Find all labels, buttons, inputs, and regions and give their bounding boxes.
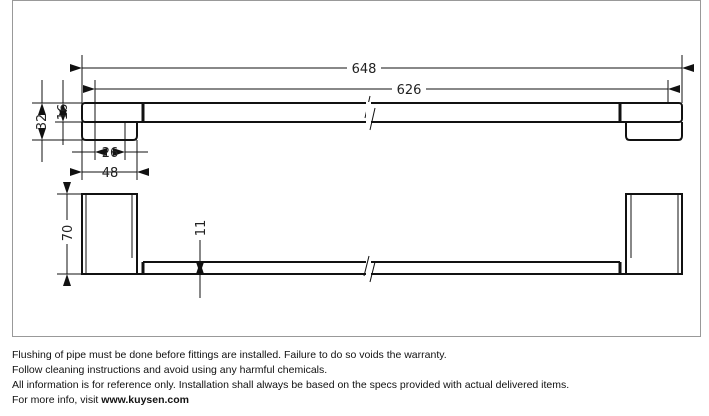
note-cleaning: Follow cleaning instructions and avoid u…: [12, 364, 328, 376]
dim-16: 16: [56, 104, 71, 121]
dim-26: 26: [102, 146, 119, 161]
dim-48: 48: [102, 166, 119, 181]
note-reference: All information is for reference only. I…: [12, 379, 570, 391]
dim-648: 648: [352, 62, 377, 77]
note-flushing: Flushing of pipe must be done before fit…: [12, 349, 447, 361]
dim-626: 626: [397, 83, 422, 98]
notes: Flushing of pipe must be done before fit…: [12, 348, 569, 408]
drawing-frame: [12, 0, 701, 337]
front-view: [81, 193, 683, 275]
top-view: [81, 102, 683, 141]
website-link[interactable]: www.kuysen.com: [101, 394, 190, 406]
dim-32: 32: [35, 114, 50, 131]
more-info-text: For more info, visit: [12, 394, 102, 406]
dim-70: 70: [61, 225, 76, 242]
note-more-info: For more info, visit www.kuysen.com: [12, 393, 569, 408]
dim-11: 11: [194, 220, 209, 237]
